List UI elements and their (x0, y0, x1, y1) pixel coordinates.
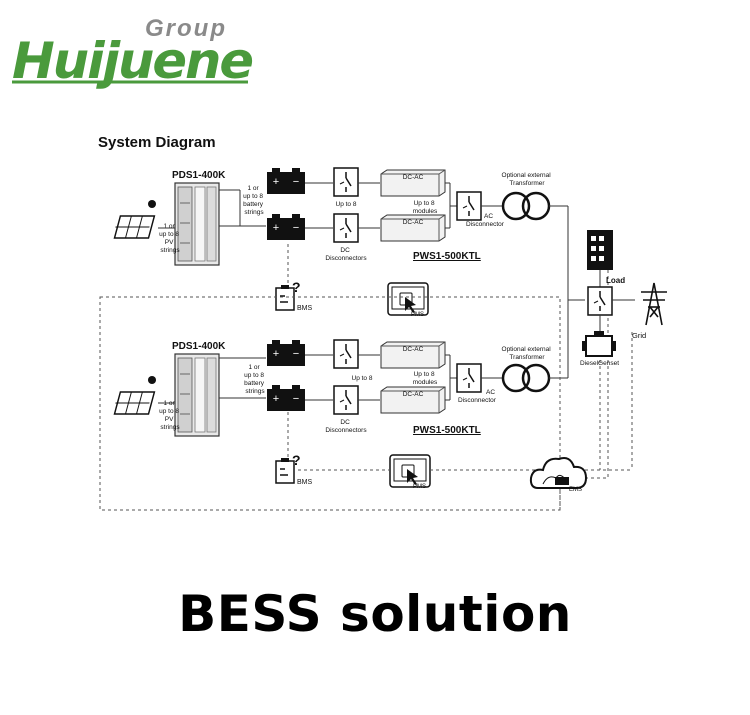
pms-icon (389, 454, 431, 488)
dc-disconnectors-label: DC Disconnectors (325, 419, 367, 434)
ac-disconnector-icon (456, 191, 482, 221)
logo-brand-text: Huijuene (12, 32, 252, 90)
solar-panel-icon (113, 375, 157, 415)
battery-icon (267, 385, 305, 411)
pms-label: PMS (413, 484, 426, 490)
battery-icon (267, 168, 305, 194)
building-icon (587, 230, 613, 270)
dc-disconnector-icon (333, 167, 359, 197)
ems-cloud-icon (529, 457, 588, 489)
load-label: Load (606, 276, 625, 285)
solar-panel-icon (113, 199, 157, 239)
ac-disconnector-label: AC Disconnector (458, 389, 497, 404)
pds-cabinet-icon (174, 182, 220, 266)
bess-solution-caption: BESS solution (178, 585, 572, 643)
pws-label: PWS1-500KTL (413, 425, 481, 436)
dcac-label: DC-AC (403, 219, 424, 226)
transformer-label: Optional external Transformer (502, 172, 553, 187)
dc-disconnectors-label: DC Disconnectors (325, 247, 367, 262)
pms-label: PMS (411, 312, 424, 318)
bottom-row: PDS1-400K 1 or up to 8 PV strings 1 or u… (113, 300, 569, 490)
diagram-title: System Diagram (98, 134, 216, 151)
diesel-genset-icon (582, 331, 616, 357)
battery-strings-label: 1 or up to 8 battery strings (243, 185, 265, 216)
dc-disconnector-icon (333, 213, 359, 243)
dcac-label: DC-AC (403, 174, 424, 181)
pv-strings-label: 1 or up to 8 PV strings (159, 223, 181, 254)
company-logo: Group Huijuene (12, 15, 254, 90)
up-to-8-label: Up to 8 (336, 201, 357, 208)
communication-lines (99, 244, 633, 511)
modules-label: Up to 8 modules (413, 200, 438, 215)
ems-label: EMS (569, 487, 582, 493)
right-side: Load Grid DieselGenset EMS (529, 230, 667, 493)
bms-label: BMS (297, 479, 313, 486)
top-row: PDS1-400K 1 or up to 8 PV strings 1 or u… (113, 167, 585, 318)
pds-label: PDS1-400K (172, 170, 226, 181)
dcac-label: DC-AC (403, 391, 424, 398)
dcac-label: DC-AC (403, 346, 424, 353)
pds-label: PDS1-400K (172, 341, 226, 352)
grid-label: Grid (632, 331, 646, 340)
modules-label: Up to 8 modules (413, 371, 438, 386)
battery-strings-label: 1 or up to 8 battery strings (244, 364, 266, 395)
bms-question-mark: ? (292, 452, 301, 468)
main-switch-icon (587, 286, 613, 316)
ac-disconnector-label: AC Disconnector (466, 213, 505, 228)
pms-icon (387, 282, 429, 316)
grid-pylon-icon (641, 282, 667, 326)
battery-icon (267, 214, 305, 240)
diesel-label: DieselGenset (580, 360, 619, 367)
bms-question-mark: ? (292, 279, 301, 295)
transformer-icon (501, 191, 551, 221)
dc-disconnector-icon (333, 339, 359, 369)
ac-disconnector-icon (456, 363, 482, 393)
dc-disconnector-icon (333, 385, 359, 415)
battery-icon (267, 340, 305, 366)
up-to-8-label: Up to 8 (352, 375, 373, 382)
transformer-label: Optional external Transformer (502, 346, 553, 361)
pds-cabinet-icon (174, 353, 220, 437)
bms-label: BMS (297, 305, 313, 312)
logo-group-text: Group (145, 15, 227, 42)
pws-label: PWS1-500KTL (413, 251, 481, 262)
transformer-icon (501, 363, 551, 393)
